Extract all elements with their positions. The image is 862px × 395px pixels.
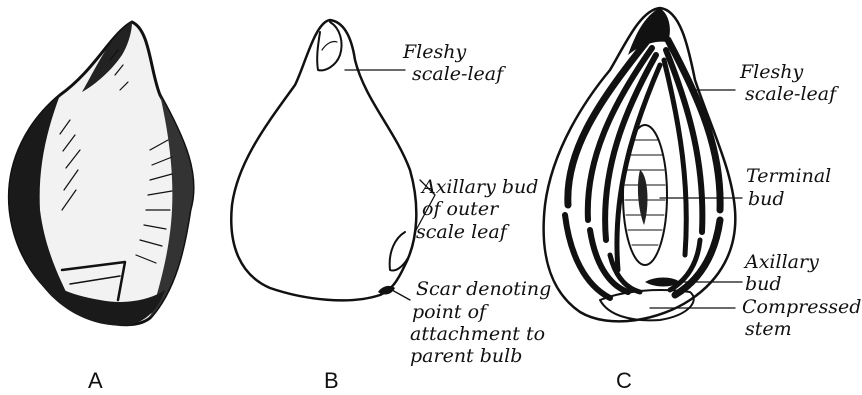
label-c-stem-line-2: stem — [745, 318, 792, 340]
label-b-scar-line-2: point of — [412, 301, 489, 323]
panel-a-bulb — [9, 22, 193, 326]
label-b-fleshy-line-1: Fleshy — [402, 41, 466, 63]
label-b-scar-line-4: parent bulb — [410, 345, 522, 367]
panel-c-scale-leaves — [565, 40, 720, 298]
label-b-scar-line-3: attachment to — [410, 323, 545, 345]
label-c-terminal-line-1: Terminal — [746, 165, 831, 187]
label-c-fleshy-line-2: scale-leaf — [745, 83, 839, 105]
caption-c: C — [616, 368, 632, 393]
panel-c-bulb — [544, 8, 742, 321]
panel-b-tip-detail — [322, 41, 337, 50]
label-c-axillary-line-1: Axillary — [743, 251, 819, 273]
label-c-terminal-line-2: bud — [748, 188, 785, 210]
panel-c-terminal-bud-core — [638, 170, 648, 225]
label-b-axillary-line-1: Axillary bud — [420, 176, 538, 198]
label-b-axillary-line-3: scale leaf — [416, 221, 510, 243]
caption-a: A — [88, 368, 103, 393]
panel-b-tip-leaf — [317, 22, 341, 70]
panel-b-bulb-outline — [231, 20, 416, 300]
label-b-fleshy-line-2: scale-leaf — [412, 63, 506, 85]
label-c-fleshy-line-1: Fleshy — [739, 61, 803, 83]
caption-b: B — [324, 368, 339, 393]
label-c-stem-line-1: Compressed — [742, 296, 861, 318]
label-c-axillary-line-2: bud — [745, 273, 782, 295]
label-b-scar-line-1: Scar denoting — [416, 278, 551, 300]
label-b-axillary-line-2: of outer — [422, 198, 500, 220]
